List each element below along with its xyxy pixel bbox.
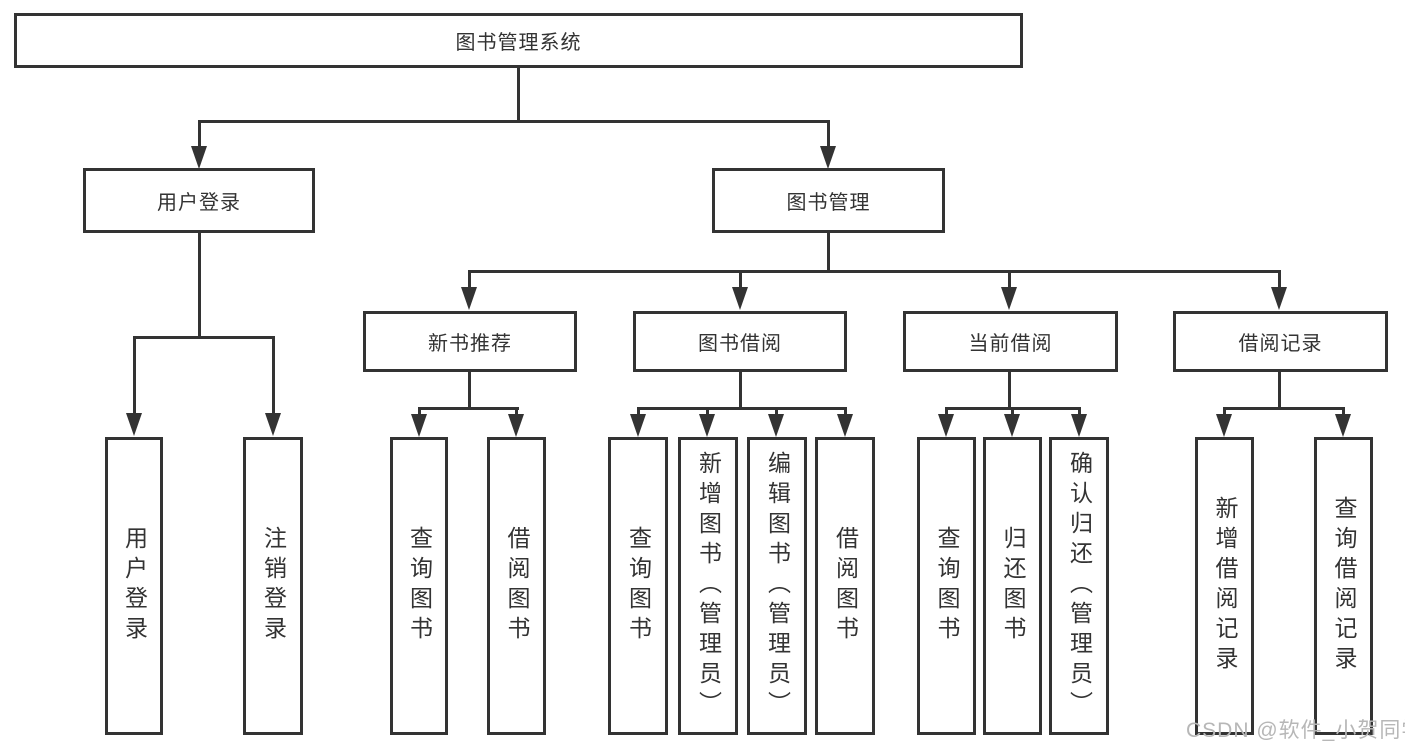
- connector-line: [1008, 270, 1011, 288]
- leaf-query-books-3: 查询图书: [917, 437, 976, 735]
- node-current-borrowing: 当前借阅: [903, 311, 1118, 372]
- connector-line: [706, 407, 709, 415]
- node-borrowing-records: 借阅记录: [1173, 311, 1388, 372]
- leaf-logout: 注销登录: [243, 437, 303, 735]
- connector-line: [945, 407, 948, 415]
- connector-line: [198, 120, 201, 148]
- leaf-add-borrow-record: 新增借阅记录: [1195, 437, 1254, 735]
- connector-line: [1011, 407, 1014, 415]
- connector-line: [1078, 407, 1081, 415]
- node-book-management: 图书管理: [712, 168, 945, 233]
- arrow-down-icon: [126, 413, 142, 436]
- connector-line: [1278, 372, 1281, 407]
- arrow-down-icon: [820, 146, 836, 169]
- connector-line: [637, 407, 640, 415]
- connector-line: [517, 68, 520, 120]
- arrow-down-icon: [1004, 414, 1020, 437]
- arrow-down-icon: [1335, 414, 1351, 437]
- connector-line: [1008, 372, 1011, 407]
- arrow-down-icon: [265, 413, 281, 436]
- arrow-down-icon: [508, 414, 524, 437]
- connector-line: [739, 372, 742, 407]
- leaf-confirm-return-admin: 确认归还（管理员）: [1049, 437, 1109, 735]
- connector-line: [775, 407, 778, 415]
- connector-line: [418, 407, 421, 415]
- connector-line: [468, 270, 1281, 273]
- leaf-user-login: 用户登录: [105, 437, 163, 735]
- arrow-down-icon: [1071, 414, 1087, 437]
- connector-line: [133, 336, 275, 339]
- connector-line: [272, 336, 275, 414]
- connector-line: [827, 120, 830, 148]
- arrow-down-icon: [837, 414, 853, 437]
- leaf-borrow-books: 借阅图书: [487, 437, 546, 735]
- connector-line: [418, 407, 519, 410]
- connector-line: [844, 407, 847, 415]
- node-new-book-recommend: 新书推荐: [363, 311, 577, 372]
- arrow-down-icon: [191, 146, 207, 169]
- node-user-login: 用户登录: [83, 168, 315, 233]
- leaf-return-books: 归还图书: [983, 437, 1042, 735]
- arrow-down-icon: [768, 414, 784, 437]
- arrow-down-icon: [461, 287, 477, 310]
- connector-line: [515, 407, 518, 415]
- connector-line: [198, 233, 201, 336]
- leaf-query-books-2: 查询图书: [608, 437, 668, 735]
- arrow-down-icon: [411, 414, 427, 437]
- arrow-down-icon: [732, 287, 748, 310]
- connector-line: [1223, 407, 1345, 410]
- node-library-system: 图书管理系统: [14, 13, 1023, 68]
- arrow-down-icon: [1001, 287, 1017, 310]
- connector-line: [827, 233, 830, 270]
- connector-line: [468, 270, 471, 288]
- connector-line: [133, 336, 136, 414]
- leaf-edit-books-admin: 编辑图书（管理员）: [747, 437, 807, 735]
- connector-line: [1342, 407, 1345, 415]
- node-book-borrowing: 图书借阅: [633, 311, 847, 372]
- leaf-query-books: 查询图书: [390, 437, 448, 735]
- connector-line: [1223, 407, 1226, 415]
- connector-line: [1278, 270, 1281, 288]
- csdn-watermark: CSDN @软件_小贺同学: [1186, 719, 1405, 742]
- arrow-down-icon: [630, 414, 646, 437]
- connector-line: [739, 270, 742, 288]
- arrow-down-icon: [938, 414, 954, 437]
- connector-line: [637, 407, 847, 410]
- connector-line: [198, 120, 830, 123]
- leaf-query-borrow-record: 查询借阅记录: [1314, 437, 1373, 735]
- arrow-down-icon: [699, 414, 715, 437]
- arrow-down-icon: [1216, 414, 1232, 437]
- leaf-add-books-admin: 新增图书（管理员）: [678, 437, 738, 735]
- connector-line: [468, 372, 471, 407]
- arrow-down-icon: [1271, 287, 1287, 310]
- leaf-borrow-books-2: 借阅图书: [815, 437, 875, 735]
